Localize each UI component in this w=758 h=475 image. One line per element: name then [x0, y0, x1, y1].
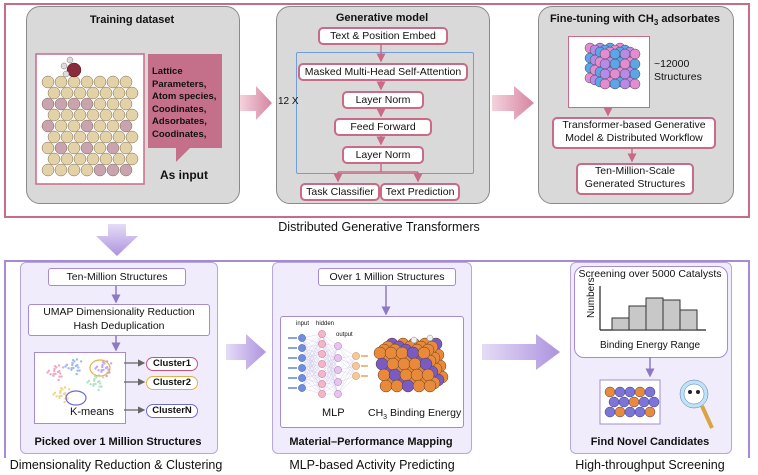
screening-title: Screening over 5000 Catalysts — [578, 268, 722, 280]
histogram-xlabel: Binding Energy Range — [599, 340, 701, 351]
feed-forward-box: Feed Forward — [334, 118, 432, 136]
bottom-section-frame — [4, 260, 750, 458]
repeat-bracket — [296, 52, 474, 174]
feature-line: Atom species, — [152, 91, 217, 102]
generative-model-title: Generative model — [335, 12, 429, 24]
finetune-count-label: Structures — [654, 71, 702, 83]
top-section-frame — [4, 3, 750, 218]
cluster-n-label: ClusterN — [146, 404, 198, 418]
mlp-caption: MLP-based Activity Predicting — [289, 458, 455, 472]
kmeans-label: K-means — [70, 406, 115, 418]
material-performance-mapping-label: Material–Performance Mapping — [289, 436, 453, 448]
repeat-count-label: 12 X — [278, 96, 299, 107]
histogram-ylabel: Numbers — [586, 277, 597, 318]
layer-hidden-label: hidden — [316, 321, 335, 327]
layer-input-label: input — [296, 321, 310, 327]
layer-norm-2-box: Layer Norm — [342, 146, 424, 164]
over-million-structures-box: Over 1 Million Structures — [318, 268, 456, 286]
finetune-count: ~12000 Structures — [654, 58, 702, 84]
screening-caption: High-throughput Screening — [575, 458, 725, 472]
top-section-caption: Distributed Generative Transformers — [278, 220, 480, 234]
fine-tuning-title: Fine-tuning with CH3 adsorbates — [549, 13, 721, 28]
layer-norm-1-box: Layer Norm — [342, 91, 424, 109]
layer-output-label: output — [336, 332, 353, 338]
mlp-label: MLP — [322, 407, 345, 419]
finetune-structure-frame — [568, 36, 650, 108]
feature-line: Lattice — [152, 66, 183, 77]
task-classifier-box: Task Classifier — [300, 183, 380, 201]
text-position-embed-box: Text & Position Embed — [318, 27, 448, 45]
find-novel-candidates-label: Find Novel Candidates — [590, 436, 710, 448]
ch3-binding-energy-label: CH3 Binding Energy — [368, 407, 462, 422]
masked-attention-box: Masked Multi-Head Self-Attention — [298, 63, 468, 81]
feature-line: Adsorbates, — [152, 116, 207, 127]
finetune-count-value: ~12000 — [654, 58, 690, 70]
cluster-2-label: Cluster2 — [146, 376, 198, 390]
feature-line: Coodinates, — [152, 103, 207, 115]
ten-million-structures-box: Ten-Million Structures — [48, 268, 186, 286]
text-prediction-box: Text Prediction — [380, 183, 460, 201]
feature-line: Coodinates, — [152, 128, 207, 140]
feature-line: Parameters, — [152, 78, 207, 90]
input-features-list: Lattice Parameters, Atom species, Coodin… — [152, 66, 216, 141]
dimred-caption: Dimensionality Reduction & Clustering — [9, 458, 223, 472]
training-dataset-title: Training dataset — [89, 14, 175, 26]
cluster-1-label: Cluster1 — [146, 357, 198, 371]
as-input-label: As input — [160, 168, 208, 182]
picked-structures-label: Picked over 1 Million Structures — [34, 436, 202, 448]
